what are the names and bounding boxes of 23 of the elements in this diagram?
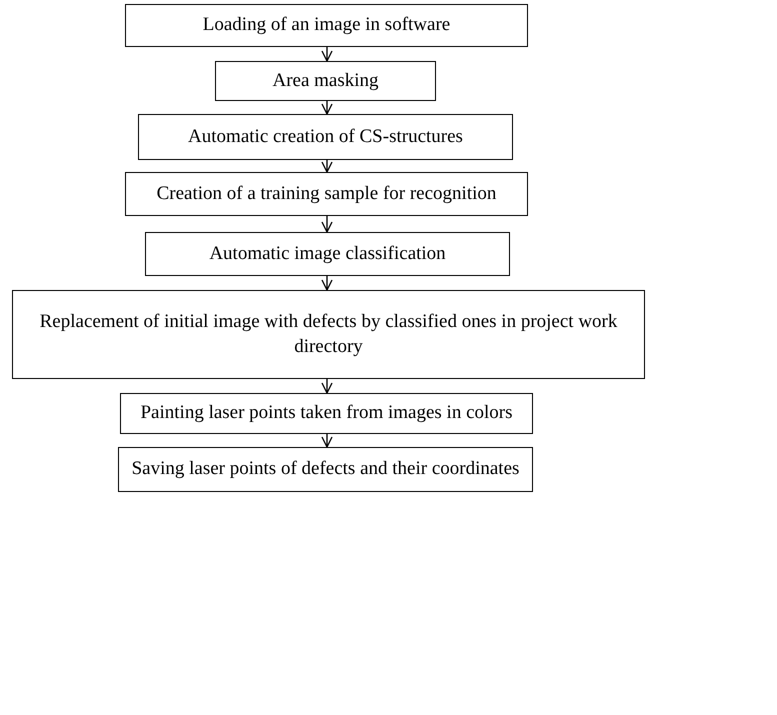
arrow [321,216,333,233]
step-text: Replacement of initial image with defects by classified ones in project work directory [38,310,618,358]
process-box [145,232,510,276]
step-text: Loading of an image in software [202,13,450,38]
process-box [118,447,533,492]
arrow [321,434,333,448]
process-box [125,4,528,47]
step-text: Painting laser points taken from images in colors [140,401,512,426]
process-box [12,290,645,379]
arrow [321,379,333,394]
process-box [138,114,513,160]
arrow [321,160,333,173]
process-box [120,393,533,434]
step-text: Area masking [272,68,379,93]
arrow [321,101,333,115]
arrow [321,276,333,291]
process-box [215,61,436,101]
arrow [321,47,333,62]
step-text: Saving laser points of defects and their coordinates [132,457,520,482]
step-text: Creation of a training sample for recognition [156,182,496,206]
step-text: Automatic creation of CS-structures [188,124,463,149]
step-text: Automatic image classification [209,242,446,266]
process-box [125,172,528,216]
